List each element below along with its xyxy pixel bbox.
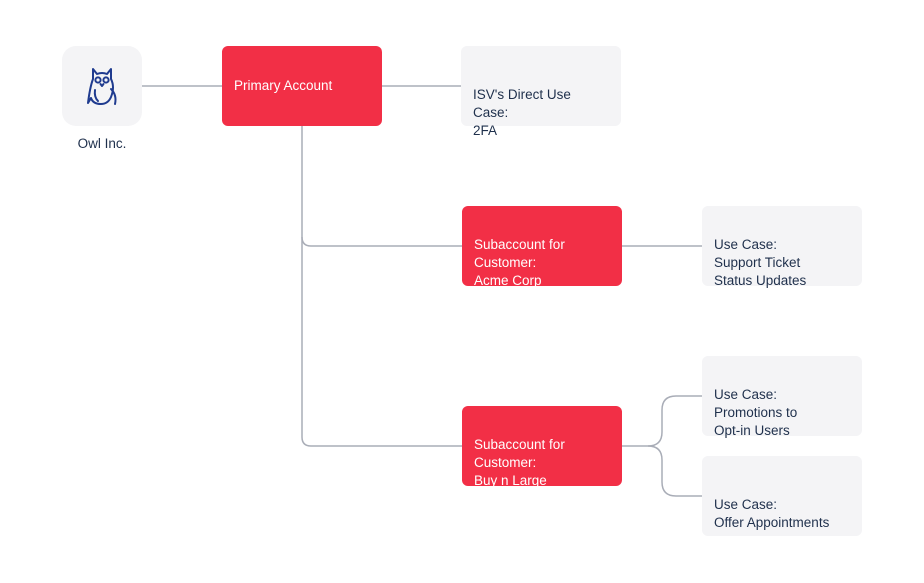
connector-trunk-acme (301, 236, 462, 247)
primary-account-node[interactable]: Primary Account (222, 46, 382, 126)
subaccount-acme-node[interactable]: Subaccount for Customer: Acme Corp (462, 206, 622, 288)
connector-primary-trunk (301, 126, 462, 447)
subaccount-bnl-node[interactable]: Subaccount for Customer: Buy n Large (462, 406, 622, 488)
acme-use-case-label: Use Case: Support Ticket Status Updates (714, 237, 807, 288)
isv-use-case-node[interactable]: ISV's Direct Use Case: 2FA (461, 46, 621, 138)
bnl-use-case-promotions-label: Use Case: Promotions to Opt-in Users (714, 387, 798, 438)
bnl-use-case-promotions-node[interactable]: Use Case: Promotions to Opt-in Users (702, 356, 862, 438)
bnl-use-case-appointments-node[interactable]: Use Case: Offer Appointments (702, 456, 862, 536)
company-logo (62, 46, 142, 126)
connector-bnl-usecase-1 (647, 395, 702, 447)
bnl-use-case-appointments-label: Use Case: Offer Appointments (714, 497, 830, 530)
primary-account-label: Primary Account (234, 78, 333, 93)
company-name: Owl Inc. (77, 136, 127, 151)
subaccount-acme-label: Subaccount for Customer: Acme Corp (474, 237, 565, 288)
isv-use-case-label: ISV's Direct Use Case: 2FA (473, 87, 571, 138)
connector-bnl-usecase-2 (647, 445, 702, 497)
acme-use-case-node[interactable]: Use Case: Support Ticket Status Updates (702, 206, 862, 288)
owl-icon (87, 68, 117, 105)
subaccount-bnl-label: Subaccount for Customer: Buy n Large (474, 437, 565, 488)
